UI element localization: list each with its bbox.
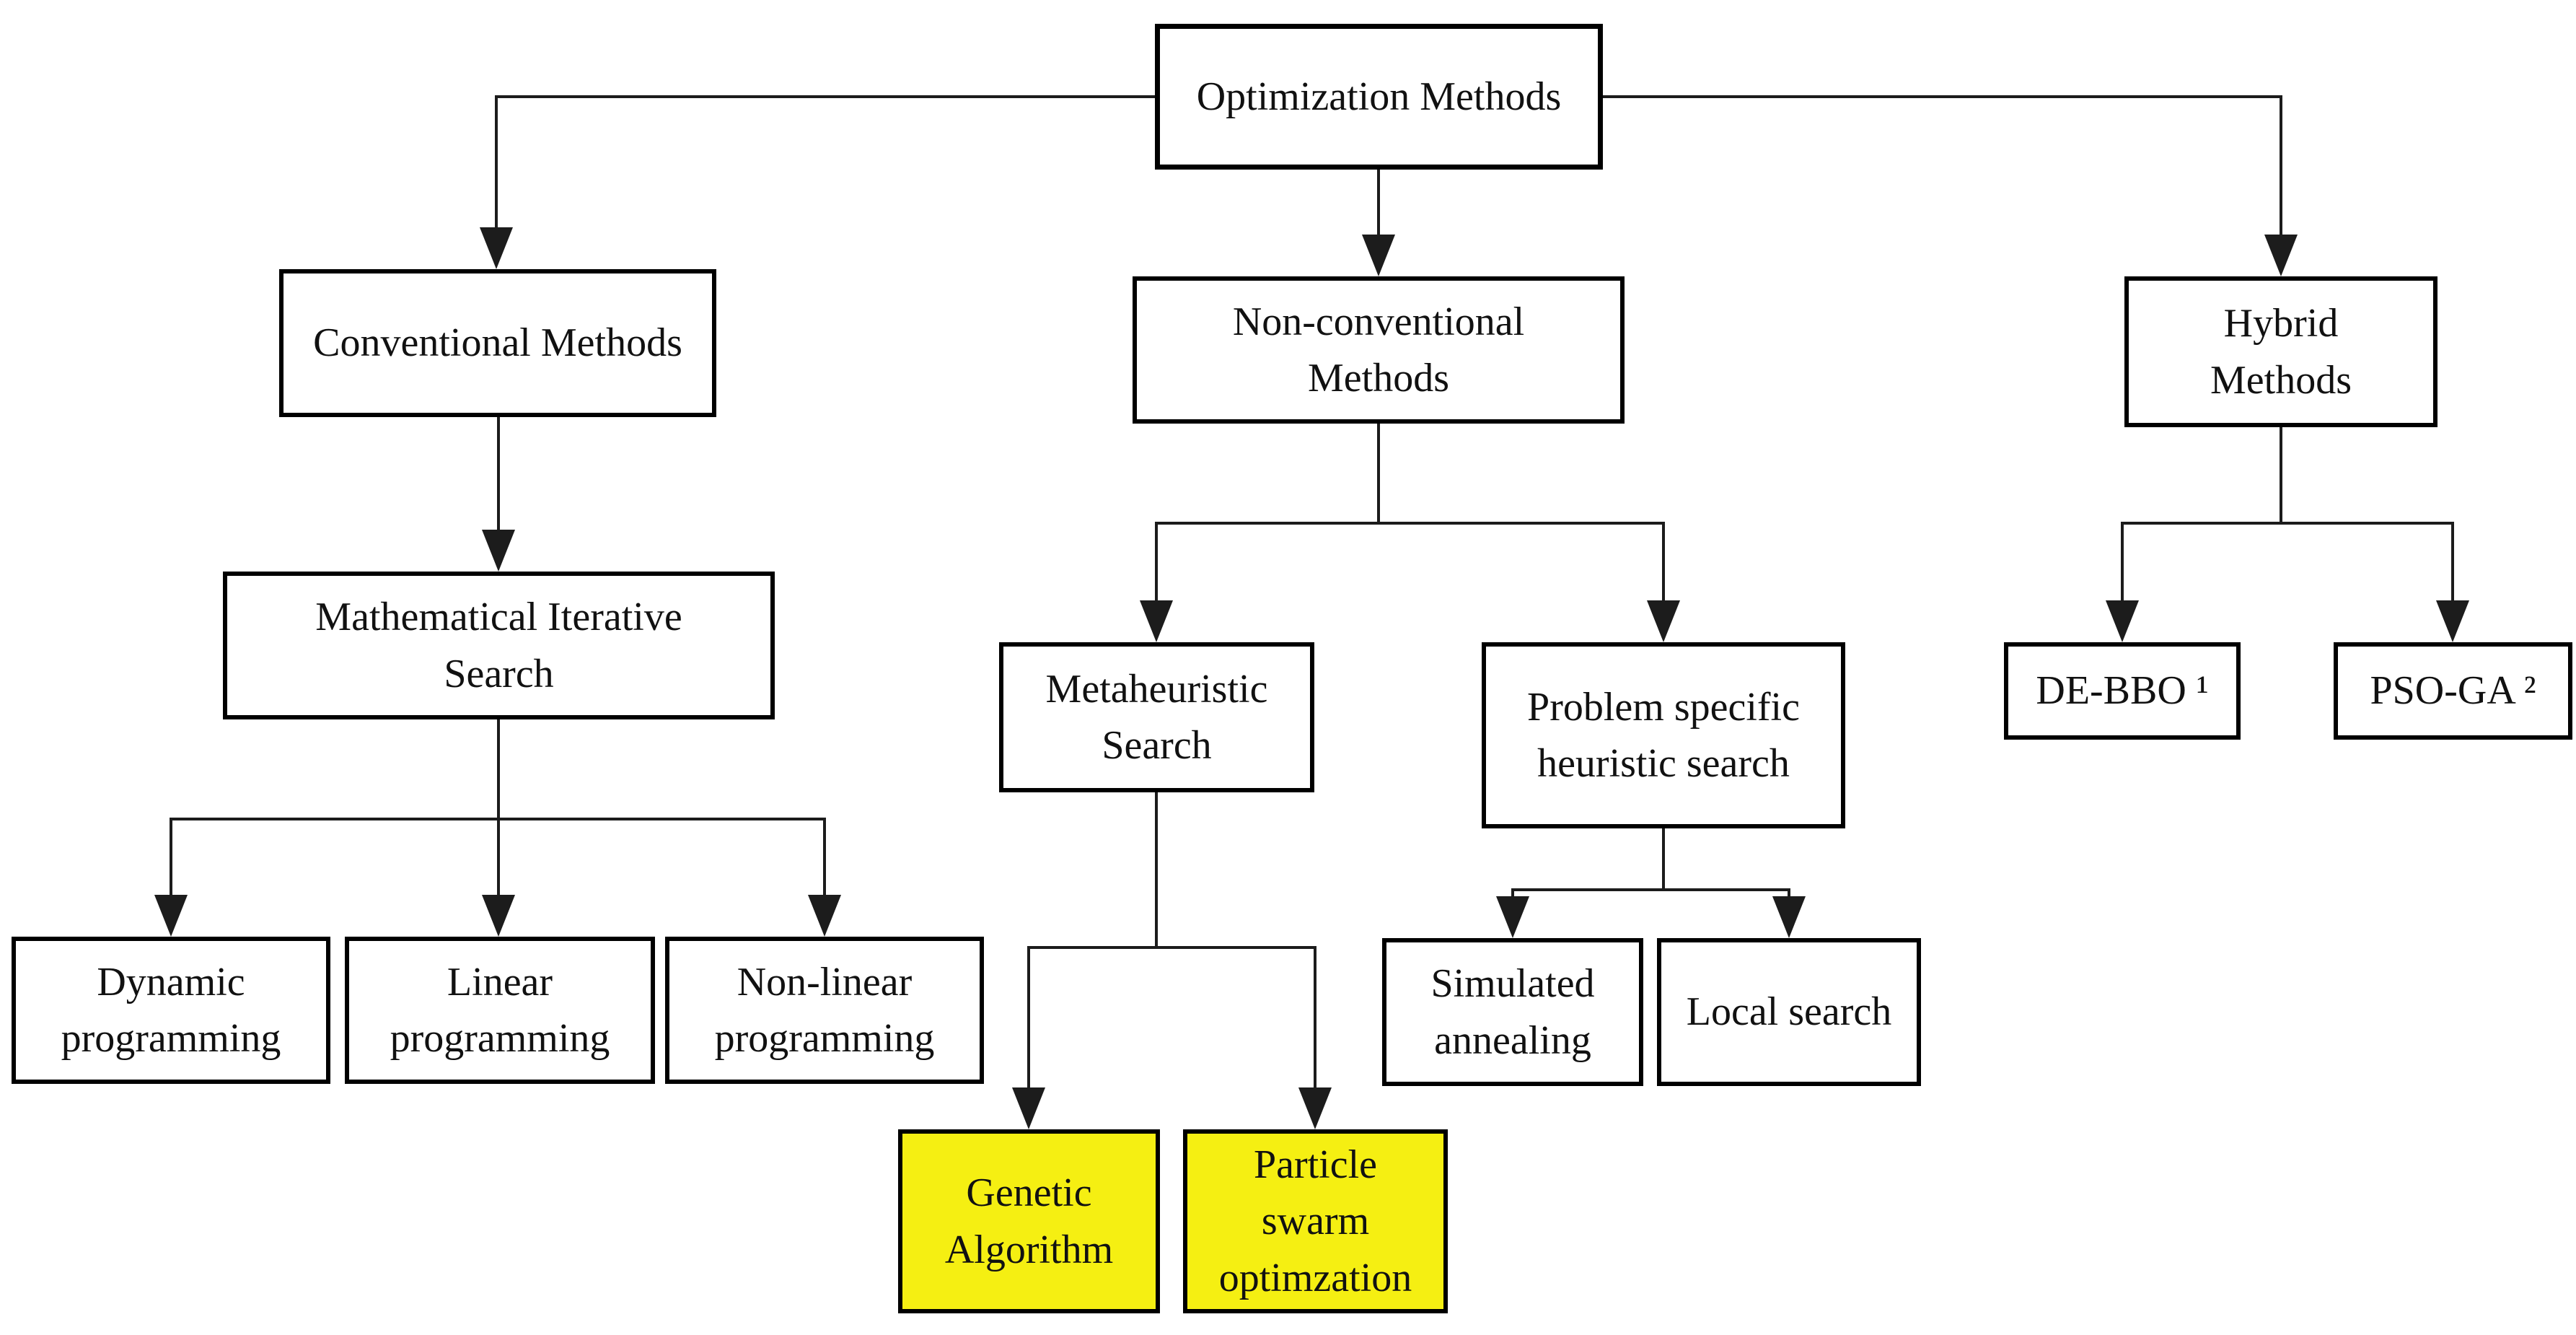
connector-line <box>1029 946 1316 949</box>
connector-line <box>1156 522 1663 525</box>
node-non-conventional-methods: Non-conventional Methods <box>1133 276 1625 424</box>
connector-line <box>823 818 826 898</box>
connector-line <box>1603 95 2281 98</box>
node-hybrid-methods: Hybrid Methods <box>2124 276 2437 427</box>
connector-line <box>2280 95 2282 238</box>
arrow-down-icon <box>2436 600 2469 642</box>
connector-line <box>1513 888 1790 891</box>
node-label: Simulated annealing <box>1430 961 1595 1063</box>
arrow-down-icon <box>480 227 513 269</box>
connector-line <box>2280 427 2282 525</box>
node-label: Optimization Methods <box>1196 74 1562 119</box>
connector-line <box>2451 522 2454 603</box>
arrow-down-icon <box>2264 235 2298 276</box>
node-label: DE-BBO ¹ <box>2036 668 2209 714</box>
arrow-down-icon <box>1772 896 1806 938</box>
connector-line <box>2122 522 2454 525</box>
arrow-down-icon <box>1298 1087 1332 1129</box>
node-simulated-annealing: Simulated annealing <box>1382 938 1643 1086</box>
node-label: Mathematical Iterative Search <box>315 595 682 696</box>
node-non-linear-programming: Non-linear programming <box>665 937 984 1084</box>
connector-line <box>497 719 500 898</box>
node-metaheuristic-search: Metaheuristic Search <box>999 642 1314 792</box>
arrow-down-icon <box>482 895 515 937</box>
connector-line <box>496 95 1155 98</box>
arrow-down-icon <box>1140 600 1173 642</box>
connector-line <box>1155 522 1158 603</box>
arrow-down-icon <box>482 530 515 572</box>
connector-line <box>495 95 498 231</box>
node-particle-swarm-optimization: Particle swarm optimzation <box>1183 1129 1448 1313</box>
node-dynamic-programming: Dynamic programming <box>12 937 330 1084</box>
arrow-down-icon <box>808 895 841 937</box>
arrow-down-icon <box>1362 235 1395 276</box>
node-label: Metaheuristic Search <box>1045 666 1268 768</box>
node-label: Linear programming <box>390 959 610 1061</box>
connector-line <box>1662 522 1665 603</box>
node-de-bbo: DE-BBO ¹ <box>2004 642 2241 740</box>
node-problem-specific-heuristic-search: Problem specific heuristic search <box>1482 642 1845 828</box>
node-genetic-algorithm: Genetic Algorithm <box>898 1129 1160 1313</box>
connector-line <box>170 818 172 898</box>
node-mathematical-iterative-search: Mathematical Iterative Search <box>223 572 775 719</box>
node-optimization-methods: Optimization Methods <box>1155 24 1603 170</box>
connector-line <box>2121 522 2124 603</box>
connector-line <box>1662 828 1665 891</box>
node-label: Dynamic programming <box>61 959 281 1061</box>
node-label: Local search <box>1686 989 1892 1035</box>
node-label: Hybrid Methods <box>2210 301 2352 403</box>
arrow-down-icon <box>1012 1087 1045 1129</box>
node-label: Non-linear programming <box>714 959 935 1061</box>
node-label: Problem specific heuristic search <box>1527 684 1800 786</box>
node-label: Particle swarm optimzation <box>1218 1142 1412 1300</box>
node-conventional-methods: Conventional Methods <box>279 269 716 417</box>
connector-line <box>497 417 500 534</box>
connector-line <box>1027 946 1030 1090</box>
arrow-down-icon <box>154 895 188 937</box>
node-label: Non-conventional Methods <box>1232 299 1525 400</box>
arrow-down-icon <box>2106 600 2139 642</box>
connector-line <box>1377 170 1380 238</box>
arrow-down-icon <box>1647 600 1680 642</box>
node-label: Genetic Algorithm <box>944 1170 1114 1272</box>
node-linear-programming: Linear programming <box>345 937 655 1084</box>
node-label: PSO-GA ² <box>2370 668 2536 714</box>
connector-line <box>1314 946 1316 1090</box>
connector-line <box>171 818 825 820</box>
node-label: Conventional Methods <box>313 320 682 366</box>
node-pso-ga: PSO-GA ² <box>2334 642 2572 740</box>
connector-line <box>1377 424 1380 525</box>
connector-line <box>1155 792 1158 949</box>
node-local-search: Local search <box>1657 938 1921 1086</box>
arrow-down-icon <box>1496 896 1529 938</box>
